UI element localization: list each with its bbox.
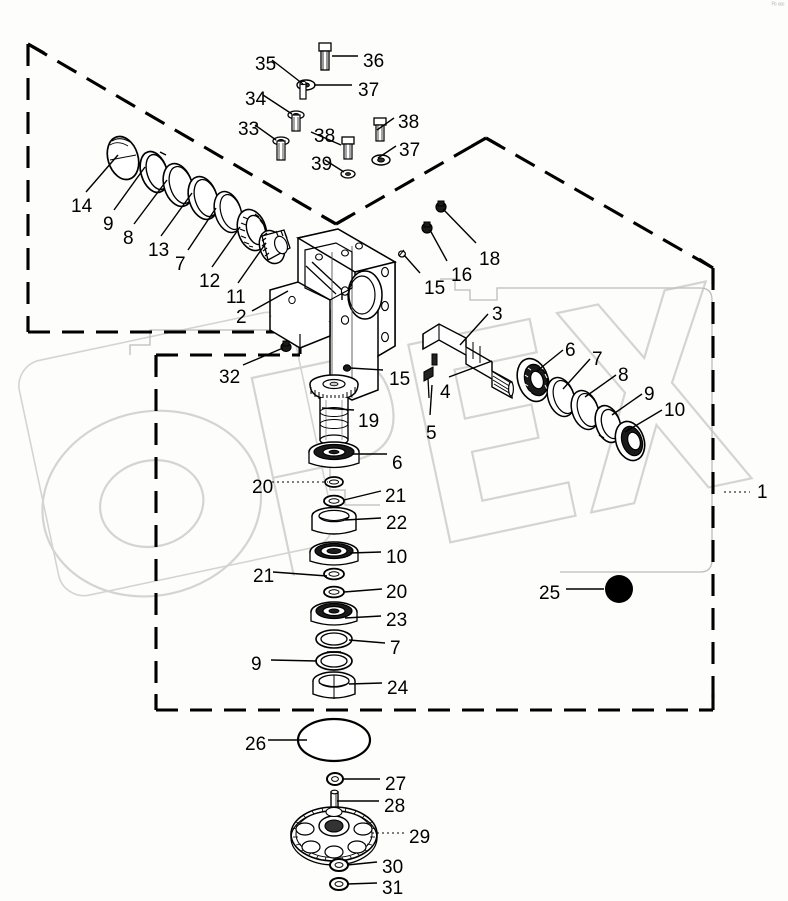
leader-line-18 xyxy=(442,208,477,244)
leader-line-15 xyxy=(403,254,421,274)
corner-mark: ᴾᵉ ᵉᵉᵉ xyxy=(771,2,785,9)
part-26-large-o-ring xyxy=(296,717,372,763)
part-14-end-cap xyxy=(106,135,140,181)
part-24-bearing-cup xyxy=(312,671,356,699)
part-30-o-ring-seal xyxy=(329,858,349,872)
part-38b-hex-bolt-short xyxy=(373,117,387,142)
leader-line-7 xyxy=(187,207,217,251)
part-2-gearbox-housing xyxy=(269,228,397,401)
leader-line-11 xyxy=(237,242,267,284)
leader-line-8 xyxy=(584,374,617,398)
leader-line-12 xyxy=(211,226,241,268)
leader-line-15 xyxy=(349,367,384,371)
leader-line-14 xyxy=(85,154,119,193)
leader-line-30 xyxy=(346,861,378,866)
part-22-spacer-sleeve xyxy=(311,506,357,535)
part-25-plug xyxy=(605,575,633,603)
leader-line-31 xyxy=(346,882,378,885)
left-ring-stack xyxy=(106,135,291,265)
leader-line-7 xyxy=(562,358,591,390)
part-10b-ball-bearing xyxy=(309,541,359,566)
part-20a-o-ring-small xyxy=(324,476,344,488)
bottom-group xyxy=(290,717,378,891)
part-21b-o-ring xyxy=(323,567,345,581)
part-7a-shim-washer xyxy=(213,190,243,234)
vertical-shaft-stack xyxy=(308,374,360,699)
part-20b-o-ring-small xyxy=(323,585,345,599)
part-27-o-ring-tiny xyxy=(326,772,344,786)
leader-line-32 xyxy=(242,347,284,366)
leader-line-38 xyxy=(310,131,342,146)
part-4-shaft-spline-marker xyxy=(431,353,438,366)
leader-line-16 xyxy=(429,229,448,262)
leader-line-4 xyxy=(448,360,493,378)
part-7c-shim-washer xyxy=(315,629,353,649)
leader-line-8 xyxy=(133,179,168,225)
leader-line-10 xyxy=(349,551,382,554)
part-29-drive-gear xyxy=(290,806,378,866)
part-35-dowel xyxy=(299,80,307,100)
part-7b-shim-washer xyxy=(546,376,576,418)
leader-line-37 xyxy=(377,145,397,159)
part-11-bevel-pinion-gear xyxy=(258,229,291,265)
leader-line-2 xyxy=(251,290,289,312)
leader-line-21 xyxy=(272,571,328,577)
leader-line-38 xyxy=(376,117,395,131)
part-10a-ball-bearing xyxy=(614,420,646,462)
right-bearing-stack xyxy=(516,357,646,462)
leader-line-23 xyxy=(344,615,382,619)
part-32-pin xyxy=(280,340,292,353)
part-5-woodruff-key xyxy=(423,366,434,399)
leader-line-35 xyxy=(271,59,304,85)
part-6b-bearing xyxy=(308,441,360,469)
part-39-lock-washer xyxy=(340,169,356,179)
part-33-cap-screw xyxy=(272,136,290,161)
part-3-input-shaft xyxy=(422,323,515,400)
part-31-washer-seal xyxy=(329,877,349,891)
leader-line-22 xyxy=(344,517,382,521)
part-38a-hex-bolt-short xyxy=(341,136,355,160)
part-34-cap-screw-flanged xyxy=(287,110,305,132)
part-36-hex-bolt xyxy=(318,42,332,71)
leader-line-24 xyxy=(348,682,383,685)
callout-leader-lines xyxy=(85,55,750,885)
leader-line-33 xyxy=(254,124,277,141)
leader-line-19 xyxy=(321,407,355,411)
leader-line-9 xyxy=(113,166,146,211)
leader-line-39 xyxy=(324,159,345,173)
leader-line-6 xyxy=(536,349,564,372)
assembly-boundary-1 xyxy=(26,42,715,712)
leader-line-13 xyxy=(160,192,193,237)
part-8b-shim-ring xyxy=(570,389,600,431)
leader-line-20 xyxy=(343,588,383,593)
part-8a-shim-ring xyxy=(162,162,194,208)
part-23-sealed-bearing xyxy=(310,601,358,626)
part-15b-dowel-pin xyxy=(342,364,352,372)
part-9c-snap-ring xyxy=(315,651,353,671)
fasteners-group xyxy=(272,42,391,179)
part-9b-snap-ring xyxy=(594,404,622,444)
part-6a-tapered-roller-bearing xyxy=(516,357,550,403)
leader-line-3 xyxy=(459,313,489,346)
leader-line-21 xyxy=(343,490,382,501)
leader-line-10 xyxy=(624,409,663,433)
leader-line-34 xyxy=(262,94,293,115)
leader-line-7 xyxy=(348,639,386,644)
leader-line-9 xyxy=(611,393,643,416)
input-shaft-assembly xyxy=(422,323,515,400)
leader-line-5 xyxy=(429,384,433,416)
part-21a-o-ring xyxy=(323,494,345,508)
part-13-spacer-ring xyxy=(187,175,219,221)
part-37b-flat-washer xyxy=(371,154,391,166)
leader-line-9 xyxy=(270,659,318,662)
